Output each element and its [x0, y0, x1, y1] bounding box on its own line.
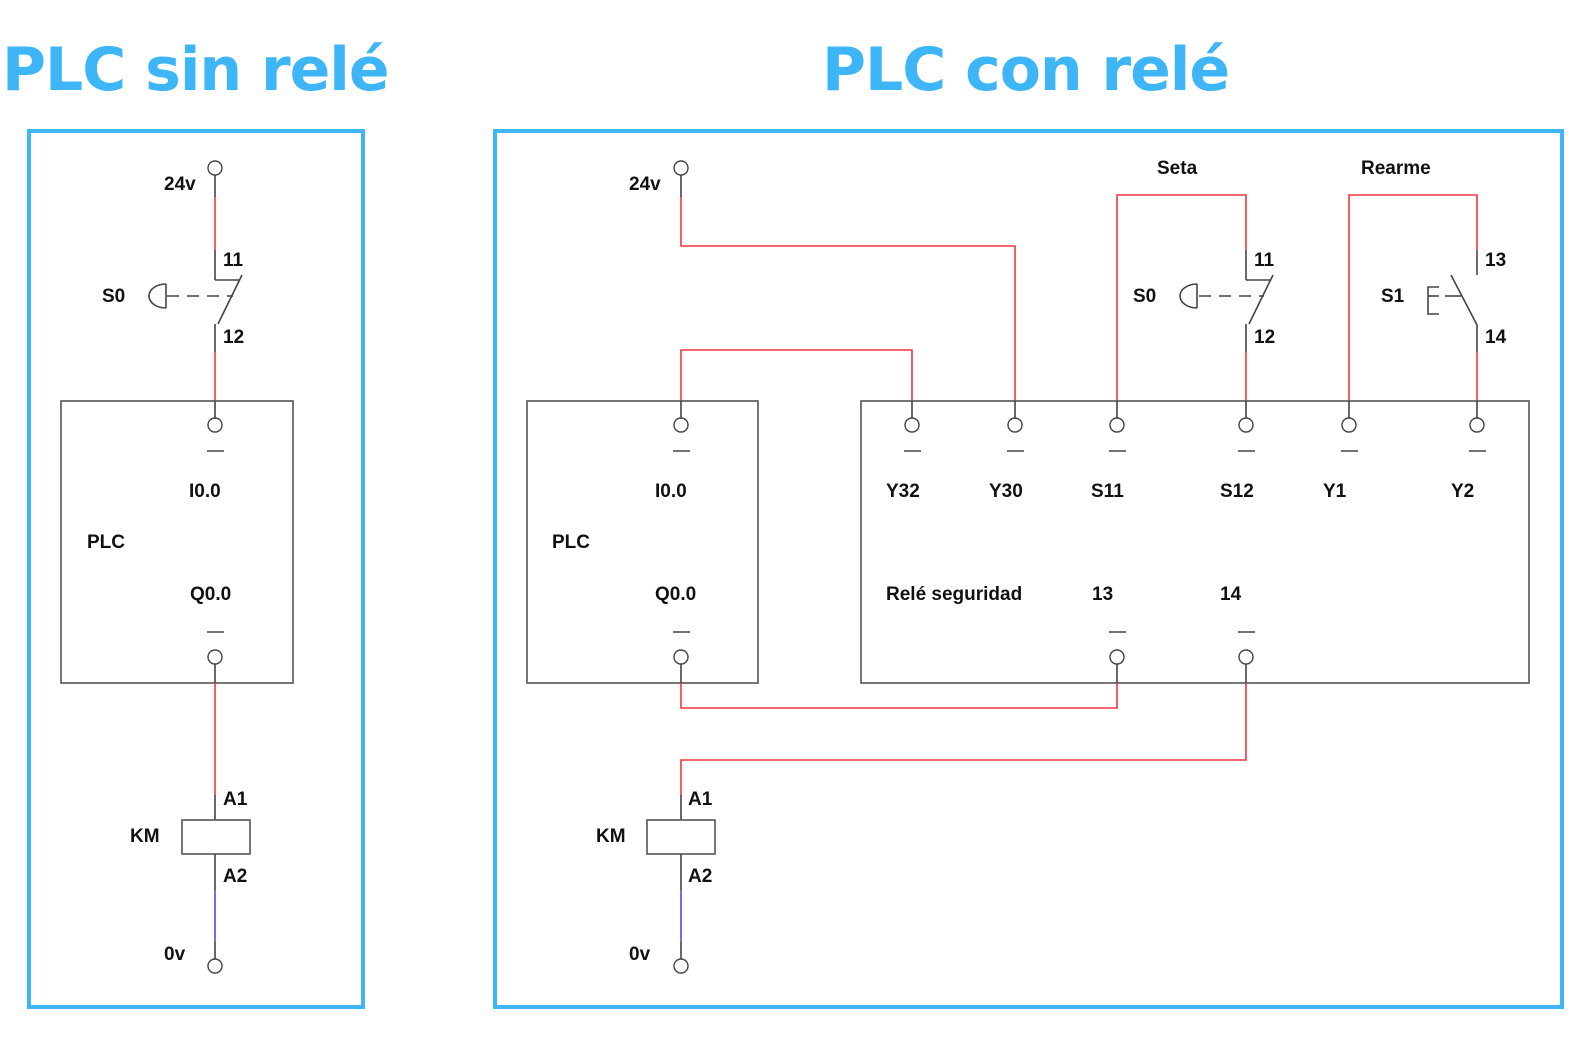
contact-13-label: 13 — [1485, 250, 1506, 271]
terminal-y32: Y32 — [886, 401, 921, 502]
contact-11-label: 11 — [223, 250, 244, 271]
km-label: KM — [130, 826, 160, 847]
terminal-y2: Y2 — [1451, 401, 1486, 502]
plc-output-label: Q0.0 — [655, 584, 696, 605]
terminal-icon — [673, 160, 689, 176]
terminal-icon — [673, 958, 689, 974]
wire-14-a1 — [680, 683, 1247, 795]
contact-14-label: 14 — [1485, 327, 1507, 348]
plc-label: PLC — [87, 532, 125, 553]
plc-input-label: I0.0 — [655, 481, 687, 502]
mushroom-pushbutton-nc-icon — [148, 250, 243, 352]
wire-i00-y32 — [680, 349, 913, 401]
s0-label: S0 — [1133, 286, 1156, 307]
terminal-icon — [673, 417, 689, 433]
terminal-label: 13 — [1092, 584, 1113, 605]
left-frame — [27, 129, 365, 1009]
pushbutton-no-icon — [1427, 250, 1478, 352]
km-label: KM — [596, 826, 626, 847]
contact-12-label: 12 — [223, 327, 244, 348]
supply-0v-terminal: 0v — [164, 942, 223, 974]
supply-24v-terminal: 24v — [629, 160, 689, 197]
supply-24v-label: 24v — [164, 174, 196, 195]
plc-box — [60, 400, 294, 684]
supply-0v-label: 0v — [164, 944, 186, 965]
right-frame — [493, 129, 1564, 1009]
supply-24v-label: 24v — [629, 174, 661, 195]
safety-relay-label: Relé seguridad — [886, 584, 1022, 605]
s0-label: S0 — [102, 286, 125, 307]
supply-0v-terminal: 0v — [629, 942, 689, 974]
wire-y1-s1 — [1348, 194, 1478, 401]
supply-24v-terminal: 24v — [164, 160, 223, 197]
terminal-label: Y30 — [989, 481, 1023, 502]
contact-11-label: 11 — [1254, 250, 1275, 271]
title-plc-sin-rele: PLC sin relé — [2, 35, 390, 105]
terminal-label: S11 — [1091, 481, 1124, 502]
contact-12-label: 12 — [1254, 327, 1275, 348]
safety-relay-block: Y32 Y30 S11 S12 — [860, 400, 1530, 684]
terminal-icon — [673, 649, 689, 665]
terminal-label: Y2 — [1451, 481, 1474, 502]
coil-icon — [646, 819, 716, 855]
emergency-stop-s0: 11 12 S0 — [102, 250, 244, 352]
a2-label: A2 — [223, 866, 247, 887]
terminal-icon — [207, 417, 223, 433]
wire-q00-13 — [680, 683, 1118, 709]
left-diagram: 24v 11 12 S0 I0.0 PLC — [27, 129, 365, 1009]
plc-output-label: Q0.0 — [190, 584, 231, 605]
plc-block: I0.0 PLC Q0.0 — [60, 400, 294, 684]
a2-label: A2 — [688, 866, 712, 887]
a1-label: A1 — [223, 789, 248, 810]
seta-label: Seta — [1157, 158, 1198, 179]
plc-input-label: I0.0 — [189, 481, 221, 502]
terminal-icon — [207, 160, 223, 176]
terminal-s12: S12 — [1220, 401, 1255, 502]
terminal-label: S12 — [1220, 481, 1254, 502]
wire-s11-s0 — [1116, 194, 1247, 401]
terminal-s11: S11 — [1091, 401, 1126, 502]
title-plc-con-rele: PLC con relé — [822, 35, 1230, 105]
plc-label: PLC — [552, 532, 590, 553]
plc-block: I0.0 PLC Q0.0 — [526, 400, 759, 684]
s1-label: S1 — [1381, 286, 1405, 307]
contactor-km: A1 A2 KM — [596, 789, 716, 890]
a1-label: A1 — [688, 789, 713, 810]
coil-icon — [181, 819, 251, 855]
terminal-y1: Y1 — [1323, 401, 1358, 502]
terminal-label: Y32 — [886, 481, 920, 502]
terminal-y30: Y30 — [989, 401, 1024, 502]
terminal-label: Y1 — [1323, 481, 1347, 502]
terminal-icon — [207, 958, 223, 974]
emergency-stop-s0: 11 12 S0 — [1133, 250, 1275, 352]
safety-relay-box — [860, 400, 1530, 684]
terminal-13: 13 — [1092, 584, 1126, 683]
supply-0v-label: 0v — [629, 944, 651, 965]
wire-24v-y30 — [680, 197, 1016, 401]
plc-box — [526, 400, 759, 684]
right-diagram: 24v Seta 11 12 S0 Rearme — [493, 129, 1564, 1009]
contactor-km: A1 A2 KM — [130, 789, 251, 890]
reset-button-s1: 13 14 S1 — [1381, 250, 1507, 352]
terminal-14: 14 — [1220, 584, 1255, 683]
mushroom-pushbutton-nc-icon — [1179, 250, 1274, 352]
terminal-label: 14 — [1220, 584, 1242, 605]
rearme-label: Rearme — [1361, 158, 1431, 179]
terminal-icon — [207, 649, 223, 665]
